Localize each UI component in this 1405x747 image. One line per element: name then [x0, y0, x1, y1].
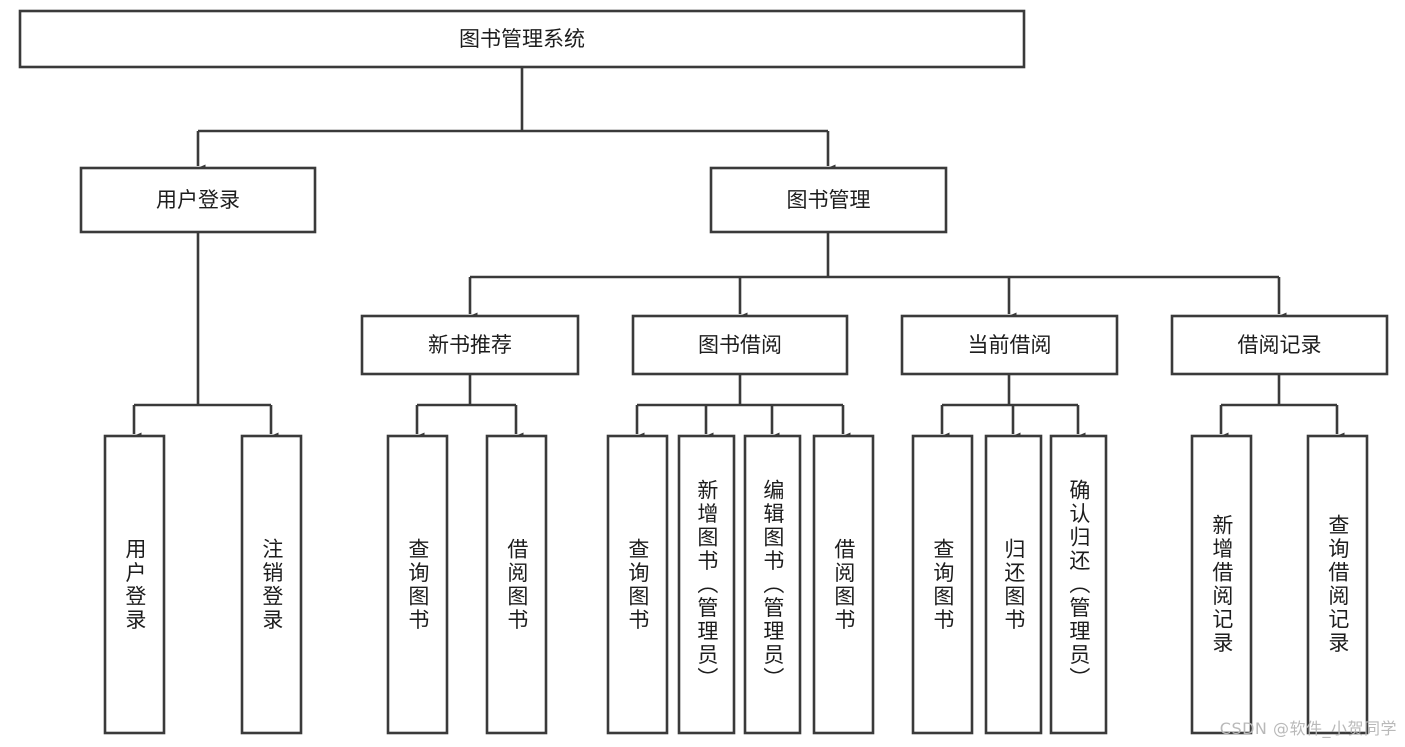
node-leaf-confirm-return[interactable]	[1049, 434, 1108, 735]
node-book-borrow[interactable]	[631, 314, 849, 376]
node-box-current-borrow[interactable]	[900, 314, 1119, 376]
node-box-leaf-user-logout[interactable]	[240, 434, 303, 735]
node-box-new-book-recommend[interactable]	[360, 314, 580, 376]
node-box-leaf-borrow-book-recommend[interactable]	[485, 434, 548, 735]
node-label-root: 图书管理系统	[459, 27, 585, 51]
node-leaf-query-book-borrow[interactable]	[606, 434, 669, 735]
node-current-borrow[interactable]	[900, 314, 1119, 376]
node-new-book-recommend[interactable]	[360, 314, 580, 376]
node-leaf-edit-book[interactable]	[743, 434, 802, 735]
node-leaf-user-logout[interactable]	[240, 434, 303, 735]
node-box-root[interactable]	[18, 9, 1026, 69]
node-box-borrow-records[interactable]	[1170, 314, 1389, 376]
node-box-leaf-query-book-borrow[interactable]	[606, 434, 669, 735]
node-box-user-login[interactable]	[79, 166, 317, 234]
node-leaf-user-login[interactable]	[103, 434, 166, 735]
node-box-leaf-add-book[interactable]	[677, 434, 736, 735]
node-box-book-borrow[interactable]	[631, 314, 849, 376]
watermark-label: CSDN @软件_小贺同学	[1219, 719, 1397, 738]
node-label-current-borrow: 当前借阅	[968, 333, 1052, 357]
node-leaf-borrow-book-recommend[interactable]	[485, 434, 548, 735]
node-label-user-login: 用户登录	[156, 188, 240, 212]
node-label-book-management: 图书管理	[787, 188, 871, 212]
node-borrow-records[interactable]	[1170, 314, 1389, 376]
connector-layer	[126, 67, 1345, 446]
node-leaf-add-borrow-record[interactable]	[1190, 434, 1253, 735]
node-box-leaf-query-book-current[interactable]	[911, 434, 974, 735]
node-leaf-query-borrow-record[interactable]	[1306, 434, 1369, 735]
node-box-leaf-return-book[interactable]	[984, 434, 1043, 735]
node-leaf-query-book-recommend[interactable]	[386, 434, 449, 735]
node-box-layer	[18, 9, 1389, 735]
node-box-leaf-confirm-return[interactable]	[1049, 434, 1108, 735]
node-root[interactable]	[18, 9, 1026, 69]
node-leaf-return-book[interactable]	[984, 434, 1043, 735]
node-leaf-add-book[interactable]	[677, 434, 736, 735]
node-label-new-book-recommend: 新书推荐	[428, 333, 512, 357]
node-user-login[interactable]	[79, 166, 317, 234]
node-box-leaf-query-book-recommend[interactable]	[386, 434, 449, 735]
node-box-leaf-borrow-book[interactable]	[812, 434, 875, 735]
node-box-book-management[interactable]	[709, 166, 948, 234]
node-box-leaf-user-login[interactable]	[103, 434, 166, 735]
node-leaf-borrow-book[interactable]	[812, 434, 875, 735]
node-box-leaf-add-borrow-record[interactable]	[1190, 434, 1253, 735]
node-book-management[interactable]	[709, 166, 948, 234]
node-label-book-borrow: 图书借阅	[698, 333, 782, 357]
node-box-leaf-query-borrow-record[interactable]	[1306, 434, 1369, 735]
node-leaf-query-book-current[interactable]	[911, 434, 974, 735]
node-box-leaf-edit-book[interactable]	[743, 434, 802, 735]
node-label-borrow-records: 借阅记录	[1238, 333, 1322, 357]
